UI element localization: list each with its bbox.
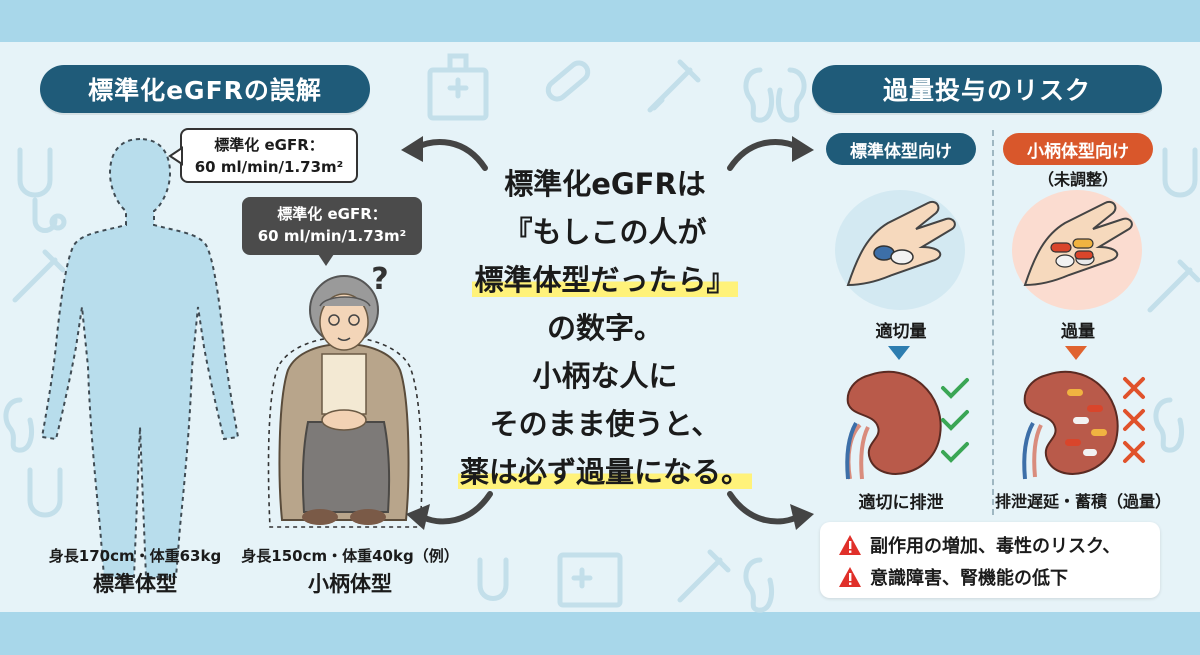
standard-column-header: 標準体型向け <box>826 133 976 165</box>
bubble-line2: 60 ml/min/1.73m² <box>194 158 344 176</box>
kidney-icon <box>3 397 34 453</box>
center-line-text: 小柄な人に <box>532 359 678 393</box>
check-marks-column <box>941 378 969 463</box>
bubble-line1: 標準化 eGFR： <box>214 136 324 154</box>
center-message: 標準化eGFRは 『もしこの人が 標準体型だったら』 の数字。 小柄な人に その… <box>415 160 795 496</box>
center-line-text: 標準化eGFRは <box>504 167 706 201</box>
center-line-highlighted: 薬は必ず過量になる。 <box>415 448 795 496</box>
syringe-icon <box>677 549 731 603</box>
small-column-header: 小柄体型向け <box>1003 133 1153 165</box>
hand-with-many-pills-icon <box>1023 201 1133 287</box>
syringe-icon <box>1147 259 1200 313</box>
triangle-down-icon <box>888 346 910 360</box>
small-egfr-bubble: 標準化 eGFR： 60 ml/min/1.73m² <box>242 197 422 255</box>
center-line-text: 『もしこの人が <box>503 215 707 249</box>
kidney-icon <box>743 67 807 123</box>
small-column-subheader: （未調整） <box>1037 170 1118 189</box>
center-line-text: の数字。 <box>546 311 663 345</box>
small-dose-label: 過量 <box>1061 322 1095 342</box>
center-line: 『もしこの人が <box>415 208 795 256</box>
check-icon <box>941 442 969 463</box>
column-divider <box>992 130 994 515</box>
center-line-text: 標準体型だったら』 <box>472 263 738 297</box>
hospital-icon <box>557 552 623 608</box>
arrow-to-right-top <box>727 136 814 171</box>
cross-icon <box>1123 409 1145 431</box>
overloaded-kidney-icon <box>1022 370 1119 480</box>
center-line: の数字。 <box>415 304 795 352</box>
top-band <box>0 0 1200 42</box>
standard-person-stats: 身長170cm・体重63kg <box>48 547 222 565</box>
bottom-band <box>0 612 1200 655</box>
warning-row: 意識障害、腎機能の低下 <box>838 564 1068 590</box>
warning-row: 副作用の増加、毒性のリスク、 <box>838 532 1120 558</box>
center-line: そのまま使うと、 <box>415 400 795 448</box>
small-person-stats: 身長150cm・体重40kg（例） <box>241 547 459 565</box>
kidney-icon <box>743 557 774 613</box>
pill-icon <box>545 60 591 102</box>
hospital-icon <box>427 53 489 121</box>
warning-text: 意識障害、腎機能の低下 <box>870 568 1068 589</box>
warning-text: 副作用の増加、毒性のリスク、 <box>870 536 1121 557</box>
kidney-icon <box>1153 397 1184 453</box>
cross-icon <box>1123 377 1145 399</box>
center-line-highlighted: 標準体型だったら』 <box>415 256 795 304</box>
triangle-down-icon <box>1065 346 1087 360</box>
right-panel-title: 過量投与のリスク <box>812 65 1162 113</box>
warning-icon <box>839 535 861 555</box>
warning-box: 副作用の増加、毒性のリスク、 意識障害、腎機能の低下 <box>820 522 1160 598</box>
syringe-icon <box>647 59 701 113</box>
stethoscope-icon <box>1162 147 1198 198</box>
check-icon <box>941 410 969 431</box>
arrow-to-right-bottom <box>727 491 814 530</box>
standard-person-label: 標準体型 <box>93 572 177 596</box>
standard-dose-label: 適切量 <box>875 322 927 342</box>
syringe-icon <box>12 249 66 303</box>
standard-result-label: 適切に排泄 <box>858 493 944 513</box>
cross-marks-column <box>1123 377 1145 463</box>
small-result-label: 排泄遅延・蓄積（過量） <box>995 492 1172 511</box>
center-line: 標準化eGFRは <box>415 160 795 208</box>
question-mark: ? <box>371 262 389 297</box>
center-line: 小柄な人に <box>415 352 795 400</box>
check-icon <box>941 378 969 399</box>
center-line-text: そのまま使うと、 <box>489 407 721 441</box>
bubble-tail <box>168 146 183 166</box>
left-panel-title: 標準化eGFRの誤解 <box>40 65 370 113</box>
arrow-to-left-bottom <box>406 491 493 530</box>
healthy-kidney-icon <box>845 370 942 480</box>
stethoscope-icon <box>27 467 63 518</box>
elderly-woman-illustration <box>267 275 423 528</box>
bubble-line2: 60 ml/min/1.73m² <box>257 227 407 245</box>
standard-body-silhouette <box>40 137 240 578</box>
center-line-text: 薬は必ず過量になる。 <box>457 455 752 489</box>
standard-egfr-bubble: 標準化 eGFR： 60 ml/min/1.73m² <box>180 128 358 183</box>
stethoscope-icon <box>17 147 67 233</box>
small-person-label: 小柄体型 <box>308 572 392 596</box>
hand-with-pills-icon <box>846 201 956 287</box>
stethoscope-icon <box>477 557 509 601</box>
warning-icon <box>839 567 861 587</box>
cross-icon <box>1123 441 1145 463</box>
bubble-line1: 標準化 eGFR： <box>277 205 387 223</box>
bubble-tail <box>318 254 334 266</box>
arrow-to-left-top <box>401 136 488 171</box>
